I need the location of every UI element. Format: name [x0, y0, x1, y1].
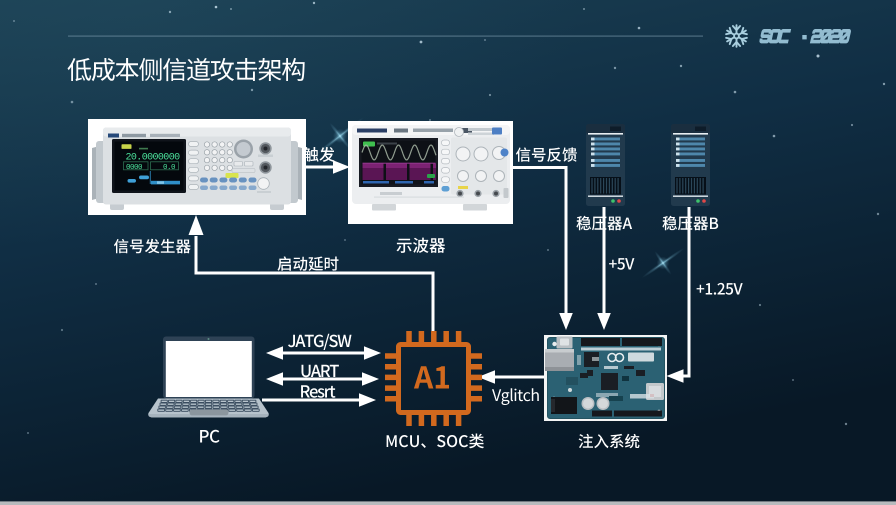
svg-text:0000: 0000: [126, 164, 143, 172]
svg-text:0.0: 0.0: [163, 164, 176, 172]
svg-text:20.0000000: 20.0000000: [126, 153, 181, 164]
